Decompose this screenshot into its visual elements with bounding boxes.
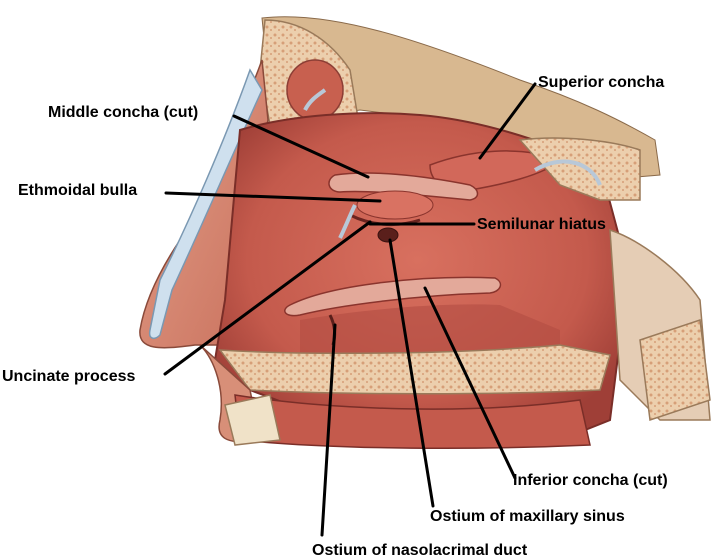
leader-uncinate <box>163 220 372 376</box>
label-ostium-nasolacrimal: Ostium of nasolacrimal duct <box>312 542 528 559</box>
label-ethmoidal-bulla: Ethmoidal bulla <box>18 182 137 199</box>
label-middle-concha: Middle concha (cut) <box>48 104 198 121</box>
probe-into-hiatus <box>338 204 357 239</box>
label-ostium-maxillary: Ostium of maxillary sinus <box>430 508 625 525</box>
sphenoid-probe <box>533 159 602 186</box>
leader-superior-concha <box>478 82 537 160</box>
leader-ostium-maxillary <box>388 238 435 508</box>
leader-inferior-concha <box>423 286 517 480</box>
label-semilunar-hiatus: Semilunar hiatus <box>477 216 606 233</box>
posterior-vertebra <box>639 318 711 422</box>
oral-roof-mucosa <box>234 394 591 450</box>
inferior-concha-shape <box>284 276 502 317</box>
leader-ostium-nasolacrimal <box>320 323 337 537</box>
label-inferior-concha: Inferior concha (cut) <box>513 472 668 489</box>
ethmoidal-bulla-shape <box>356 190 434 220</box>
maxillary-ostium-shape <box>377 227 399 243</box>
nasal-bone-strip <box>148 68 263 339</box>
alveolar-bone <box>224 394 281 446</box>
label-uncinate-process: Uncinate process <box>2 368 135 385</box>
hard-palate <box>218 344 611 395</box>
label-superior-concha: Superior concha <box>538 74 664 91</box>
frontal-sinus <box>286 59 344 121</box>
leader-ethmoidal-bulla <box>164 191 382 203</box>
frontal-sinus-probe <box>303 88 327 111</box>
middle-concha-shape <box>328 172 479 201</box>
sphenoid-region <box>518 137 641 201</box>
leader-middle-concha <box>232 114 370 179</box>
